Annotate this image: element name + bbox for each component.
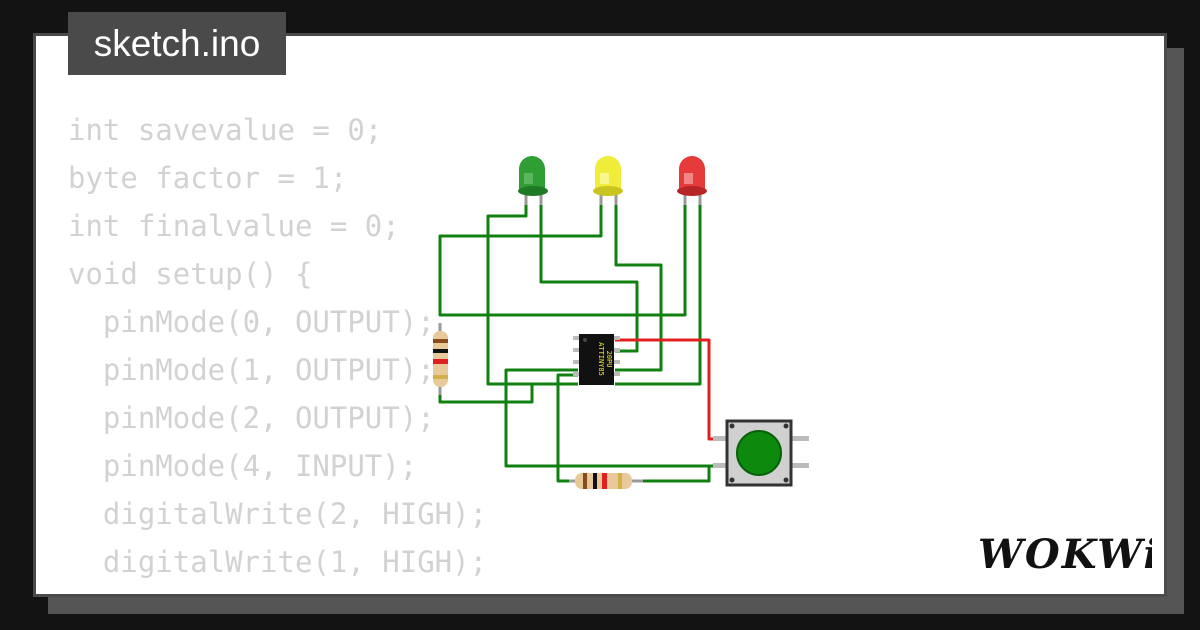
resistor-vertical[interactable] bbox=[433, 323, 448, 395]
wire bbox=[629, 466, 711, 483]
wire bbox=[615, 204, 702, 386]
chip-label: 20PU bbox=[605, 351, 613, 368]
resistor-horizontal[interactable] bbox=[569, 473, 643, 489]
button-cap[interactable] bbox=[736, 430, 782, 476]
wokwi-logo: WOKWi bbox=[978, 531, 1152, 576]
code-line: pinMode(2, OUTPUT); bbox=[68, 401, 435, 435]
filename-tab: sketch.ino bbox=[68, 12, 286, 75]
wire bbox=[438, 204, 687, 317]
code-block: int savevalue = 0; byte factor = 1; int fi… bbox=[68, 106, 488, 594]
wire bbox=[556, 373, 578, 483]
code-line: void setup() { bbox=[68, 257, 313, 291]
power-wire bbox=[615, 338, 727, 441]
chip-label: ATTINY85 bbox=[597, 342, 605, 376]
code-line: byte factor = 1; bbox=[68, 161, 348, 195]
led-green[interactable] bbox=[518, 156, 548, 205]
code-line: pinMode(0, OUTPUT); bbox=[68, 305, 435, 339]
wire bbox=[614, 204, 663, 372]
code-line: pinMode(1, OUTPUT); bbox=[68, 353, 435, 387]
code-line: digitalWrite(0, HIGH); bbox=[68, 586, 487, 594]
code-line: int finalvalue = 0; bbox=[68, 209, 400, 243]
code-line: pinMode(4, INPUT); bbox=[68, 449, 418, 483]
code-line: digitalWrite(1, HIGH); bbox=[68, 545, 488, 579]
circuit-diagram: ATTINY85 20PU bbox=[433, 156, 809, 489]
wire bbox=[438, 383, 534, 404]
wires bbox=[438, 204, 715, 483]
wire bbox=[504, 368, 715, 468]
code-line: digitalWrite(2, HIGH); bbox=[68, 497, 488, 531]
push-button[interactable] bbox=[713, 419, 809, 487]
led-red[interactable] bbox=[677, 156, 707, 205]
led-yellow[interactable] bbox=[593, 156, 623, 205]
code-preview-card: int savevalue = 0; byte factor = 1; int fi… bbox=[33, 33, 1167, 597]
attiny85-chip[interactable]: ATTINY85 20PU bbox=[573, 334, 620, 385]
code-line: int savevalue = 0; bbox=[68, 113, 383, 147]
wire bbox=[486, 204, 578, 386]
wire bbox=[539, 204, 639, 353]
logo-text: WOKWi bbox=[978, 531, 1152, 576]
